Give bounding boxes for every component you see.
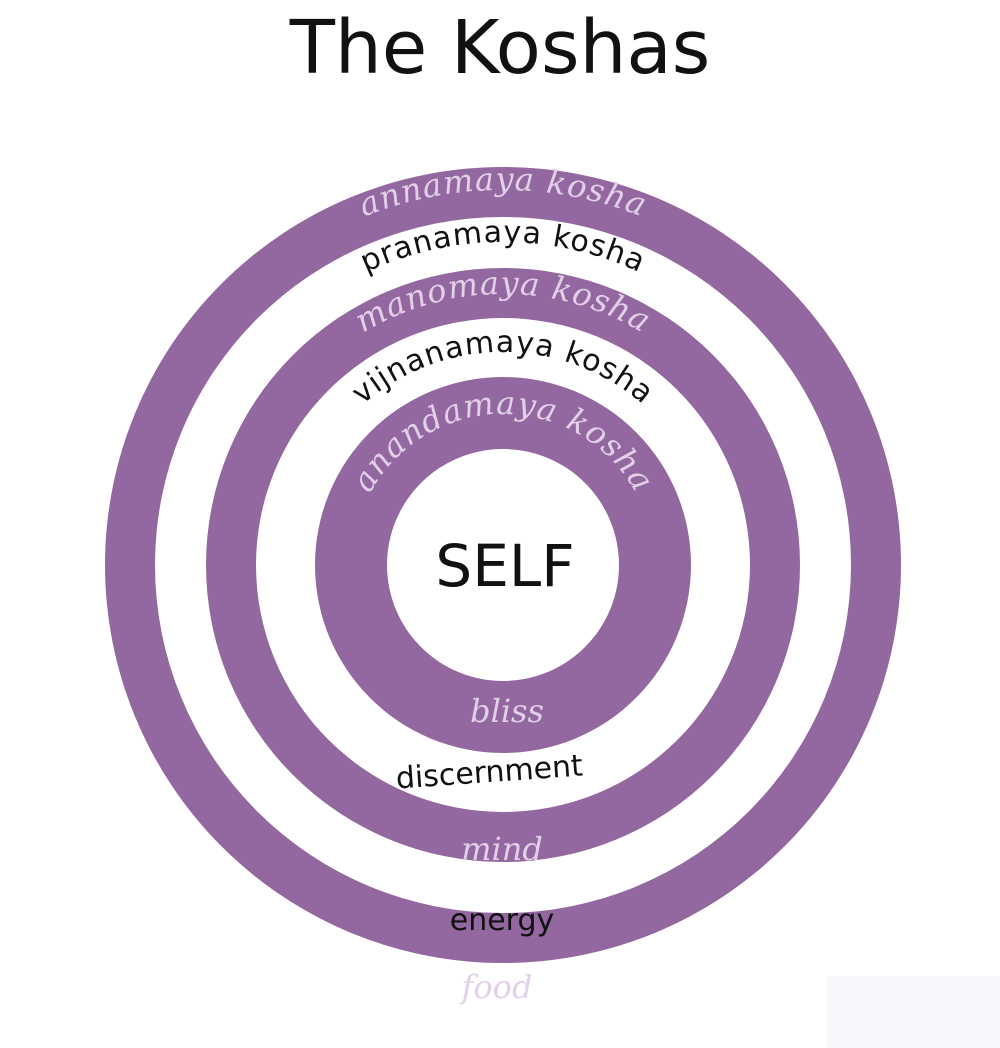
corner-patch (826, 976, 1000, 1048)
diagram-title: The Koshas (289, 5, 711, 91)
meaning-energy: energy (450, 903, 555, 938)
center-self-circle (387, 449, 619, 681)
meaning-food: food (460, 968, 533, 1006)
meaning-mind: mind (461, 830, 543, 868)
meaning-bliss: bliss (470, 692, 544, 730)
center-self-label: SELF (435, 532, 574, 600)
